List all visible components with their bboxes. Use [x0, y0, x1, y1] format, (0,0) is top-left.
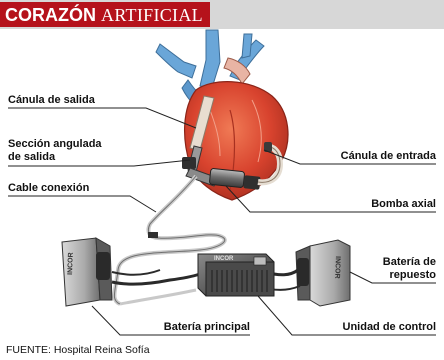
title-bold: CORAZÓN — [5, 5, 96, 25]
leader-lines — [8, 107, 436, 336]
label-connection-cable: Cable conexión — [8, 182, 90, 194]
title-bar — [0, 2, 210, 27]
spare-battery: INCOR — [295, 239, 351, 307]
label-control-unit: Unidad de control — [342, 321, 437, 333]
leader-main-battery — [91, 305, 250, 336]
leader-inflow-cannula — [263, 149, 436, 165]
source-note: FUENTE: Hospital Reina Sofía — [6, 344, 150, 356]
label-outflow-cannula: Cánula de salida — [8, 94, 95, 106]
label-angled-section-line1: Sección angulada — [8, 138, 102, 150]
control-unit: INCOR — [197, 253, 275, 297]
pump-assembly — [182, 142, 284, 190]
label-spare-battery-line1: Batería de — [382, 256, 436, 268]
main-battery: INCOR — [61, 237, 113, 307]
leader-axial-pump — [225, 185, 436, 213]
leader-spare-battery — [349, 271, 436, 284]
leader-outflow-cannula — [8, 107, 197, 129]
label-angled-section-line2: de salida — [8, 151, 56, 163]
controller-brand: INCOR — [214, 256, 234, 262]
label-axial-pump: Bomba axial — [371, 198, 436, 210]
battery-brand-right: INCOR — [333, 256, 341, 279]
battery-brand-left: INCOR — [67, 252, 75, 275]
label-spare-battery-line2: repuesto — [389, 269, 436, 281]
leader-connection-cable — [8, 195, 157, 213]
label-main-battery: Batería principal — [163, 321, 250, 333]
leader-angled-section — [8, 159, 191, 167]
label-inflow-cannula: Cánula de entrada — [340, 150, 436, 162]
leader-control-unit — [257, 295, 436, 336]
diagram-title: CORAZÓN ARTIFICIAL — [5, 3, 203, 27]
title-light: ARTIFICIAL — [101, 5, 203, 25]
connection-cable — [112, 174, 227, 306]
